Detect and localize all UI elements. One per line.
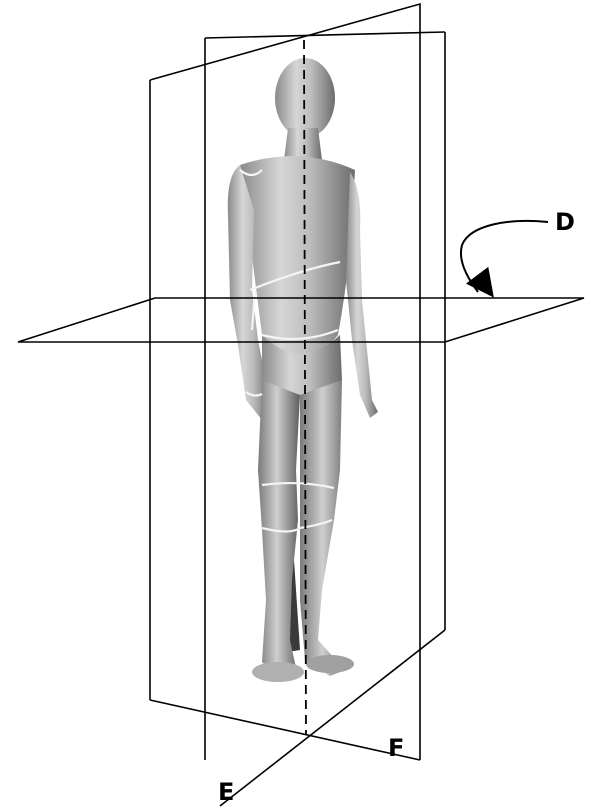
frontal-plane bbox=[205, 32, 445, 38]
human-body-figure bbox=[228, 58, 378, 682]
arrow-d-pointer bbox=[461, 221, 548, 292]
sagittal-plane-bottom bbox=[150, 700, 420, 760]
label-d: D bbox=[555, 208, 575, 236]
label-e: E bbox=[218, 778, 234, 806]
label-f: F bbox=[388, 734, 404, 762]
